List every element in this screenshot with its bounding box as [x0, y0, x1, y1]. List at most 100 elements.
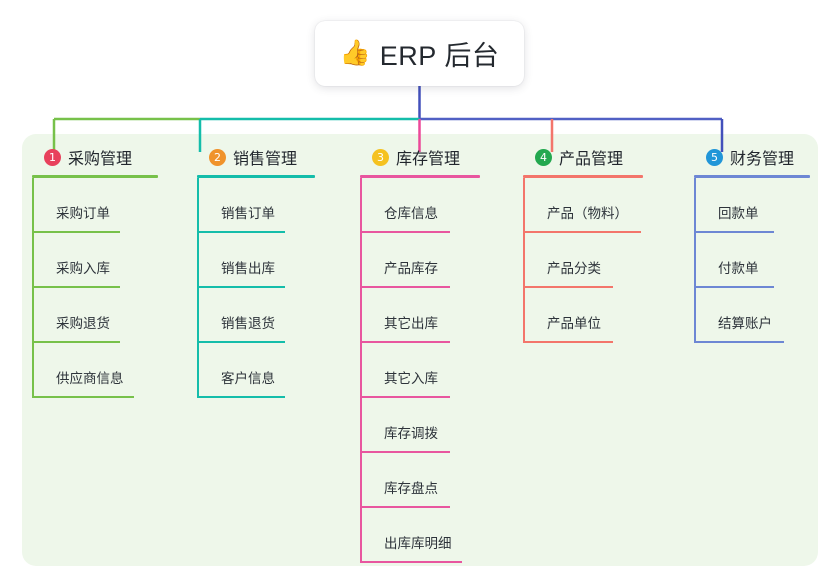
leaf-node[interactable]: 采购订单 [32, 178, 158, 233]
leaf-underline [197, 286, 285, 288]
branch-spine-5 [694, 178, 696, 343]
branch-badge-1: 1 [44, 148, 61, 166]
leaf-label: 其它入库 [384, 371, 438, 386]
branch-children-5: 回款单付款单结算账户 [694, 178, 810, 343]
leaf-node[interactable]: 出库库明细 [360, 508, 480, 563]
leaf-label: 供应商信息 [56, 371, 124, 386]
leaf-underline [197, 396, 285, 398]
branch-underline-1 [32, 175, 158, 178]
leaf-node[interactable]: 其它入库 [360, 343, 480, 398]
leaf-node[interactable]: 供应商信息 [32, 343, 158, 398]
branch-children-4: 产品（物料） 产品分类产品单位 [523, 178, 643, 343]
leaf-node[interactable]: 销售订单 [197, 178, 315, 233]
leaf-label: 库存盘点 [384, 481, 438, 496]
leaf-label: 销售订单 [221, 206, 275, 221]
leaf-underline [360, 561, 462, 563]
leaf-node[interactable]: 产品单位 [523, 288, 643, 343]
branch-title-5: 财务管理 [730, 151, 795, 168]
leaf-node[interactable]: 库存盘点 [360, 453, 480, 508]
leaf-underline [523, 231, 641, 233]
branch-title-4: 产品管理 [559, 151, 624, 168]
leaf-label: 产品库存 [384, 261, 438, 276]
branch-title-1: 采购管理 [68, 151, 133, 168]
branch-spine-1 [32, 178, 34, 398]
branch-header-1[interactable]: 1 采购管理 [32, 145, 158, 169]
branch-column-5: 5 财务管理回款单付款单结算账户 [694, 145, 810, 343]
leaf-underline [360, 341, 450, 343]
leaf-node[interactable]: 客户信息 [197, 343, 315, 398]
leaf-node[interactable]: 仓库信息 [360, 178, 480, 233]
branches-panel [22, 134, 818, 566]
leaf-node[interactable]: 产品分类 [523, 233, 643, 288]
leaf-underline [694, 341, 784, 343]
leaf-node[interactable]: 产品（物料） [523, 178, 643, 233]
branch-underline-4 [523, 175, 643, 178]
leaf-underline [197, 231, 285, 233]
leaf-node[interactable]: 回款单 [694, 178, 810, 233]
leaf-underline [694, 231, 774, 233]
branch-children-1: 采购订单采购入库采购退货供应商信息 [32, 178, 158, 398]
leaf-node[interactable]: 销售退货 [197, 288, 315, 343]
leaf-label: 结算账户 [718, 316, 772, 331]
leaf-label: 出库库明细 [384, 536, 452, 551]
leaf-node[interactable]: 结算账户 [694, 288, 810, 343]
leaf-underline [694, 286, 774, 288]
thumbs-up-icon: 👍 [339, 39, 371, 67]
branch-children-3: 仓库信息产品库存其它出库其它入库库存调拨库存盘点出库库明细 [360, 178, 480, 563]
branch-badge-4: 4 [535, 148, 552, 166]
leaf-underline [360, 396, 450, 398]
leaf-label: 采购订单 [56, 206, 110, 221]
leaf-label: 库存调拨 [384, 426, 438, 441]
branch-column-3: 3 库存管理仓库信息产品库存其它出库其它入库库存调拨库存盘点出库库明细 [360, 145, 480, 563]
branch-column-4: 4 产品管理产品（物料） 产品分类产品单位 [523, 145, 643, 343]
branch-underline-2 [197, 175, 315, 178]
leaf-node[interactable]: 库存调拨 [360, 398, 480, 453]
branch-header-3[interactable]: 3 库存管理 [360, 145, 480, 169]
leaf-underline [32, 231, 120, 233]
branch-spine-2 [197, 178, 199, 398]
leaf-node[interactable]: 其它出库 [360, 288, 480, 343]
leaf-underline [360, 231, 450, 233]
branch-header-4[interactable]: 4 产品管理 [523, 145, 643, 169]
branch-column-1: 1 采购管理采购订单采购入库采购退货供应商信息 [32, 145, 158, 398]
leaf-node[interactable]: 销售出库 [197, 233, 315, 288]
leaf-label: 产品分类 [547, 261, 601, 276]
branch-underline-3 [360, 175, 480, 178]
leaf-label: 销售退货 [221, 316, 275, 331]
leaf-underline [523, 286, 613, 288]
leaf-label: 采购入库 [56, 261, 110, 276]
leaf-label: 客户信息 [221, 371, 275, 386]
leaf-underline [360, 286, 450, 288]
leaf-label: 付款单 [718, 261, 759, 276]
branch-children-2: 销售订单销售出库销售退货客户信息 [197, 178, 315, 398]
branch-header-5[interactable]: 5 财务管理 [694, 145, 810, 169]
leaf-label: 其它出库 [384, 316, 438, 331]
branch-title-2: 销售管理 [233, 151, 298, 168]
leaf-label: 仓库信息 [384, 206, 438, 221]
branch-badge-3: 3 [372, 148, 389, 166]
leaf-node[interactable]: 产品库存 [360, 233, 480, 288]
leaf-underline [32, 286, 120, 288]
leaf-label: 采购退货 [56, 316, 110, 331]
leaf-underline [360, 506, 450, 508]
root-node[interactable]: 👍 ERP 后台 [315, 21, 524, 86]
leaf-underline [32, 341, 120, 343]
leaf-node[interactable]: 采购入库 [32, 233, 158, 288]
leaf-label: 销售出库 [221, 261, 275, 276]
leaf-underline [360, 451, 450, 453]
leaf-node[interactable]: 付款单 [694, 233, 810, 288]
root-title: ERP 后台 [379, 41, 500, 71]
leaf-underline [523, 341, 613, 343]
leaf-underline [32, 396, 134, 398]
root-node-content: 👍 ERP 后台 [340, 34, 500, 73]
leaf-node[interactable]: 采购退货 [32, 288, 158, 343]
leaf-label: 回款单 [718, 206, 759, 221]
branch-badge-5: 5 [706, 148, 723, 166]
leaf-label: 产品单位 [547, 316, 601, 331]
branch-title-3: 库存管理 [396, 151, 461, 168]
branch-spine-4 [523, 178, 525, 343]
